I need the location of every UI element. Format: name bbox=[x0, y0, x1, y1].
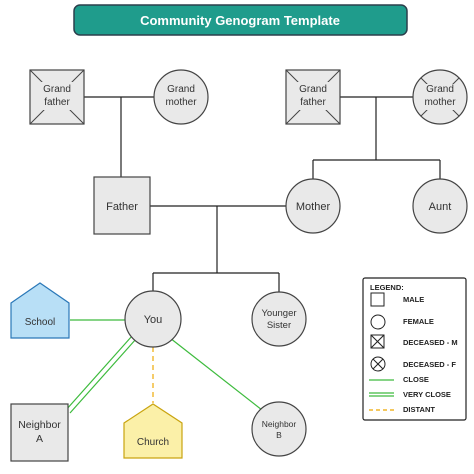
church-label: Church bbox=[137, 437, 169, 448]
church-node[interactable]: Church bbox=[123, 403, 183, 459]
school-node[interactable]: School bbox=[10, 282, 70, 339]
grandmother-left-node[interactable]: Grand mother bbox=[153, 69, 209, 125]
title-banner: Community Genogram Template bbox=[73, 4, 408, 36]
neighbor-b-label-1: Neighbor bbox=[262, 419, 297, 429]
legend: LEGEND: MALE FEMALE DECEASED - M DECEASE… bbox=[362, 277, 467, 421]
grandfather-right-label-1: Grand bbox=[299, 84, 327, 95]
mother-label: Mother bbox=[296, 201, 331, 213]
legend-item-label: DISTANT bbox=[403, 405, 435, 414]
very-close-line-a bbox=[65, 335, 133, 411]
grandfather-left-label-1: Grand bbox=[43, 84, 71, 95]
school-label: School bbox=[25, 317, 56, 328]
close-line-neighbor-b bbox=[169, 337, 263, 411]
legend-deceased-female-icon bbox=[370, 356, 386, 372]
grandfather-left-node[interactable]: Grand father bbox=[29, 69, 85, 125]
relationship-lines bbox=[65, 319, 263, 414]
legend-item-label: DECEASED - F bbox=[403, 360, 456, 369]
legend-item-label: FEMALE bbox=[403, 317, 434, 326]
legend-female-icon bbox=[370, 314, 386, 330]
grandfather-right-node[interactable]: Grand father bbox=[285, 69, 341, 125]
grandmother-right-node[interactable]: Grand mother bbox=[412, 69, 468, 125]
legend-item-label: MALE bbox=[403, 295, 424, 304]
grandmother-left-label-1: Grand bbox=[167, 84, 195, 95]
grandmother-left-label-2: mother bbox=[165, 97, 197, 108]
neighbor-a-label-2: A bbox=[36, 433, 43, 445]
you-node[interactable]: You bbox=[124, 290, 182, 348]
grandmother-right-label-1: Grand bbox=[426, 84, 454, 95]
legend-item-label: DECEASED - M bbox=[403, 338, 458, 347]
grandmother-right-label-2: mother bbox=[424, 97, 456, 108]
legend-box bbox=[362, 277, 467, 421]
grandfather-left-label-2: father bbox=[44, 97, 70, 108]
father-node[interactable]: Father bbox=[93, 176, 151, 235]
younger-sister-node[interactable]: Younger Sister bbox=[251, 291, 307, 347]
legend-very-close-line-icon bbox=[369, 392, 394, 397]
legend-deceased-male-icon bbox=[370, 334, 385, 349]
family-connectors bbox=[84, 96, 441, 292]
grandfather-right-label-2: father bbox=[300, 97, 326, 108]
legend-heading: LEGEND: bbox=[370, 283, 404, 292]
legend-item-label: VERY CLOSE bbox=[403, 390, 451, 399]
mother-node[interactable]: Mother bbox=[285, 178, 341, 234]
younger-sister-label-2: Sister bbox=[267, 320, 291, 331]
neighbor-b-label-2: B bbox=[276, 430, 282, 440]
aunt-node[interactable]: Aunt bbox=[412, 178, 468, 234]
neighbor-b-node[interactable]: Neighbor B bbox=[251, 401, 307, 457]
title-box bbox=[73, 4, 408, 36]
you-label: You bbox=[144, 314, 163, 326]
neighbor-a-node[interactable]: Neighbor A bbox=[10, 403, 69, 462]
neighbor-a-label-1: Neighbor bbox=[18, 419, 61, 431]
very-close-line-b bbox=[69, 338, 137, 414]
younger-sister-label-1: Younger bbox=[261, 308, 296, 319]
page-title: Community Genogram Template bbox=[140, 13, 340, 28]
aunt-label: Aunt bbox=[429, 201, 452, 213]
legend-male-icon bbox=[370, 292, 385, 307]
father-label: Father bbox=[106, 201, 138, 213]
legend-item-label: CLOSE bbox=[403, 375, 429, 384]
